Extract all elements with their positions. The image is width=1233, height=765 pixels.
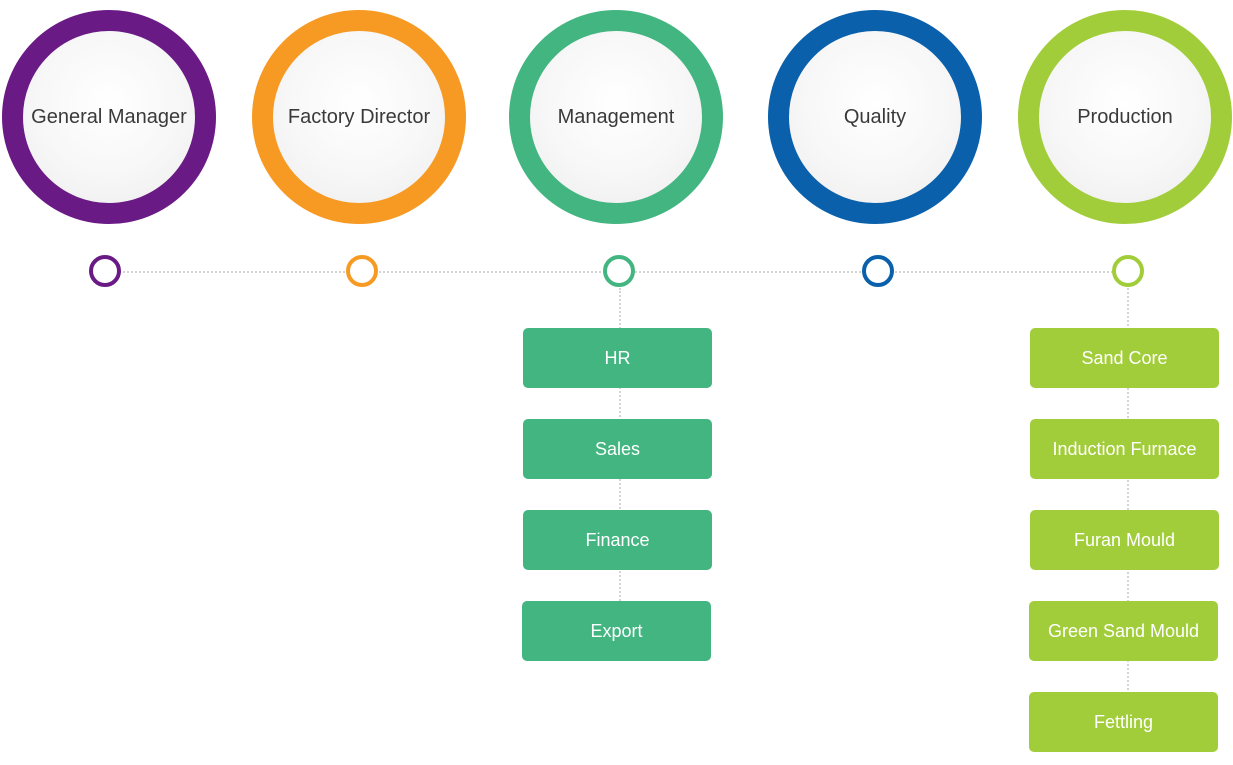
management-box-finance: Finance: [523, 510, 712, 570]
production-box-furan-mould: Furan Mould: [1030, 510, 1219, 570]
management-box-hr: HR: [523, 328, 712, 388]
production-box-fettling: Fettling: [1029, 692, 1218, 752]
production-box-sand-core: Sand Core: [1030, 328, 1219, 388]
timeline-dot-production: [1112, 255, 1144, 287]
box-label: Furan Mould: [1073, 529, 1176, 550]
node-quality: Quality: [768, 10, 982, 224]
box-label: Export: [590, 620, 643, 641]
node-label: Quality: [843, 105, 907, 128]
node-management: Management: [509, 10, 723, 224]
production-connector: [1127, 288, 1129, 718]
node-production: Production: [1018, 10, 1232, 224]
box-label: Sales: [594, 438, 641, 459]
box-label: Sand Core: [1081, 347, 1168, 368]
node-label: General Manager: [31, 105, 187, 128]
node-general-manager: General Manager: [2, 10, 216, 224]
timeline-dot-management: [603, 255, 635, 287]
node-label: Management: [557, 105, 675, 128]
node-label: Factory Director: [287, 105, 431, 128]
node-label: Production: [1077, 105, 1173, 128]
box-label: HR: [604, 347, 631, 368]
production-box-induction-furnace: Induction Furnace: [1030, 419, 1219, 479]
timeline-dot-general-manager: [89, 255, 121, 287]
timeline-dot-factory-director: [346, 255, 378, 287]
node-factory-director: Factory Director: [252, 10, 466, 224]
management-box-sales: Sales: [523, 419, 712, 479]
production-box-green-sand-mould: Green Sand Mould: [1029, 601, 1218, 661]
timeline-dot-quality: [862, 255, 894, 287]
box-label: Induction Furnace: [1052, 438, 1197, 459]
box-label: Green Sand Mould: [1047, 620, 1200, 641]
management-box-export: Export: [522, 601, 711, 661]
box-label: Fettling: [1093, 711, 1154, 732]
box-label: Finance: [585, 529, 650, 550]
